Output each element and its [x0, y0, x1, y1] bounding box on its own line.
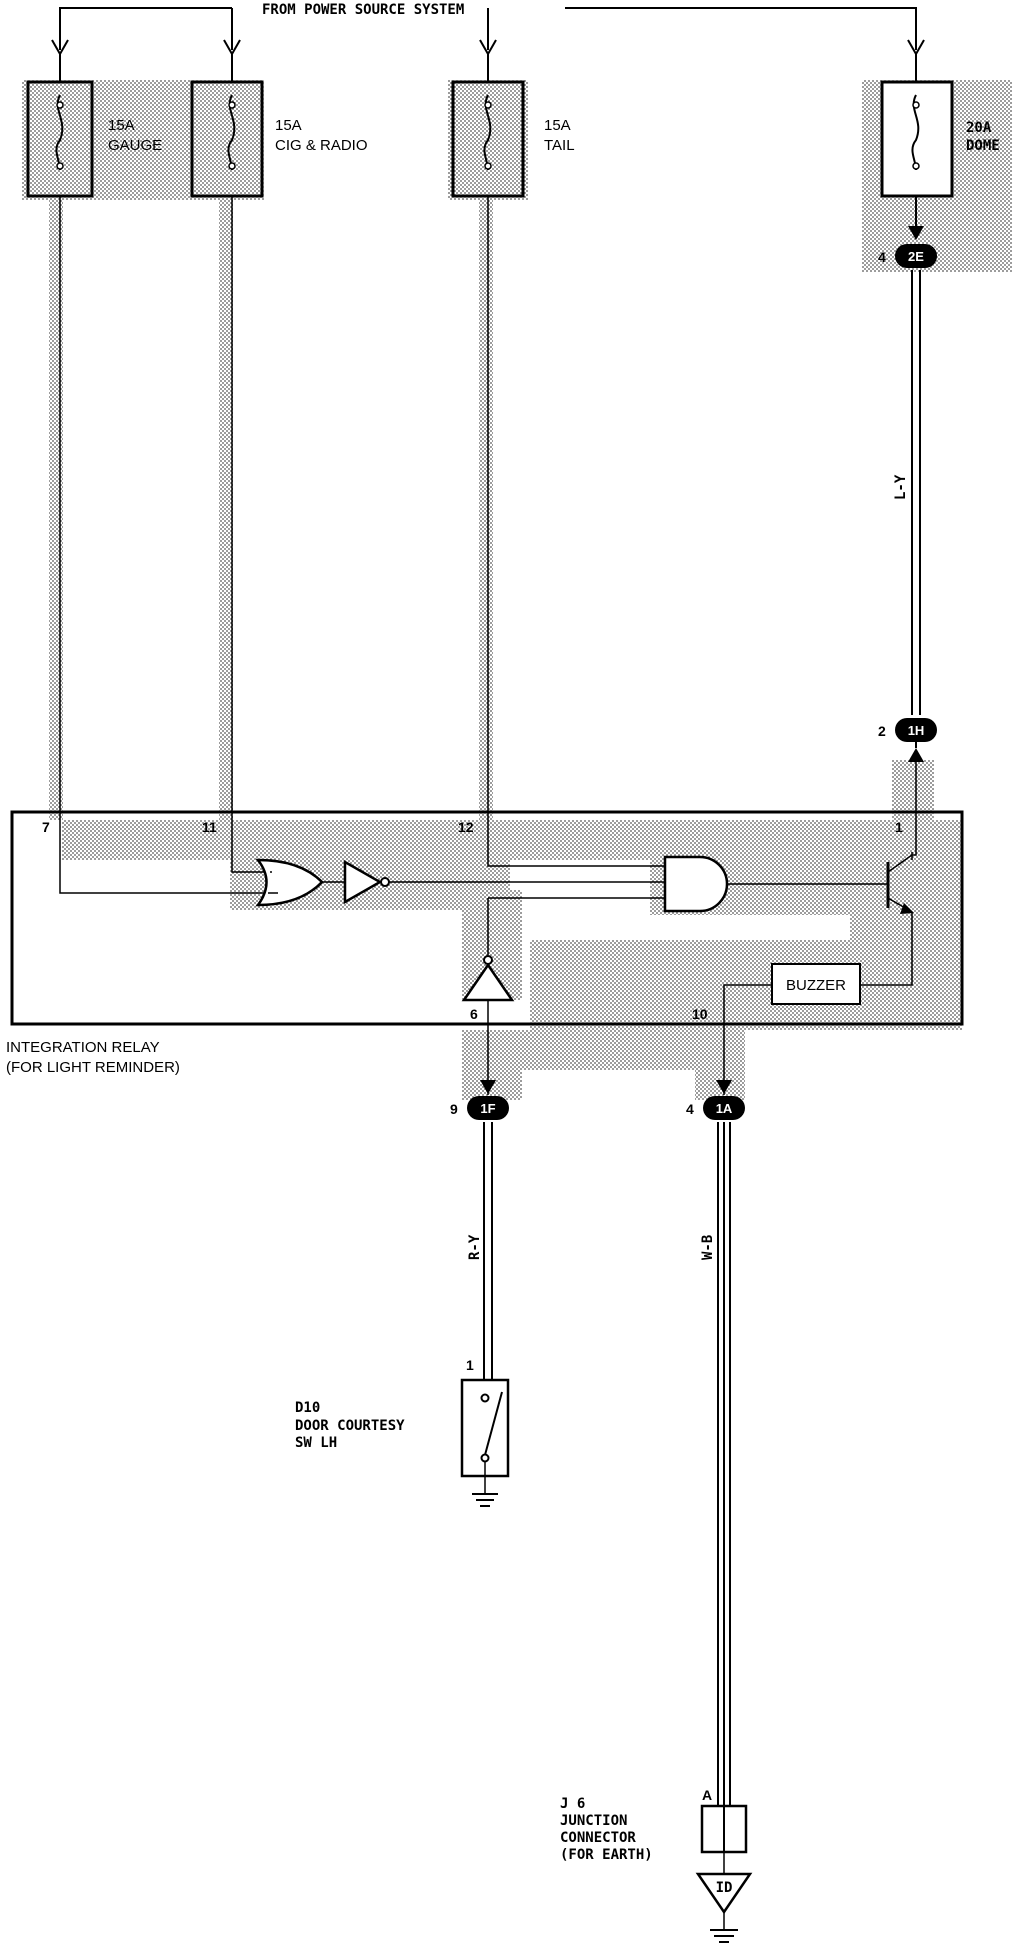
- junction-line1: JUNCTION: [560, 1813, 627, 1829]
- junction-pin: A: [702, 1787, 712, 1803]
- connector-2e-id: 2E: [908, 249, 924, 264]
- connector-1h-id: 1H: [908, 723, 925, 738]
- power-source-label: FROM POWER SOURCE SYSTEM: [262, 2, 464, 18]
- relay-sub: (FOR LIGHT REMINDER): [6, 1059, 180, 1076]
- wire-ly-label: L-Y: [893, 474, 909, 500]
- connector-2e: 2E 4: [878, 244, 937, 268]
- door-switch-line1: DOOR COURTESY: [295, 1418, 405, 1434]
- fuse-tail-amp: 15A: [544, 117, 571, 134]
- door-switch-code: D10: [295, 1400, 320, 1416]
- fuse-dome: 20A DOME: [880, 80, 1000, 198]
- fuse-dome-name: DOME: [966, 138, 1000, 154]
- relay-pin-11: 11: [202, 819, 217, 835]
- transistor: [860, 852, 914, 986]
- junction-branch: 1A 4 W-B A ID J 6 JUNCTION CONNECTOR (FO…: [560, 1080, 753, 1943]
- relay-pin-7: 7: [42, 819, 50, 835]
- power-source-bus: FROM POWER SOURCE SYSTEM: [51, 2, 925, 82]
- connector-1h: 1H 2: [878, 718, 937, 742]
- not-gate-top: [343, 859, 383, 905]
- ground-icon-junction: [710, 1929, 738, 1943]
- buzzer: [771, 963, 861, 1005]
- relay-pin-1: 1: [895, 819, 903, 835]
- connector-1a: [703, 1096, 745, 1120]
- connector-1a-id: 1A: [716, 1101, 733, 1116]
- junction-line2: CONNECTOR: [560, 1830, 636, 1846]
- fuse-cig-radio: 15A CIG & RADIO: [190, 80, 368, 198]
- fuse-cig-radio-name: CIG & RADIO: [275, 137, 368, 154]
- buzzer-label: BUZZER: [786, 977, 846, 994]
- ground-icon-door: [472, 1493, 498, 1507]
- fuse-dome-amp: 20A: [966, 120, 992, 136]
- door-switch-line2: SW LH: [295, 1435, 337, 1451]
- wire-ry-label: R-Y: [467, 1234, 483, 1260]
- relay-pin-10: 10: [692, 1006, 708, 1022]
- connector-2e-pin: 4: [878, 249, 886, 265]
- relay-name: INTEGRATION RELAY: [6, 1039, 160, 1056]
- junction-code: J 6: [560, 1796, 585, 1812]
- integration-relay: 7 11 12 1 6 10 BUZZER: [6, 810, 964, 1095]
- fuse-wires: L-Y: [59, 196, 924, 894]
- connector-1h-pin: 2: [878, 723, 886, 739]
- connector-1a-pin: 4: [686, 1101, 694, 1117]
- door-switch-pin: 1: [466, 1357, 474, 1373]
- shaded-areas: [22, 80, 1012, 1100]
- connector-1f: [467, 1096, 509, 1120]
- earth-point: [695, 1872, 753, 1915]
- and-gate: [663, 855, 729, 913]
- junction-line3: (FOR EARTH): [560, 1847, 653, 1863]
- wire-wb-label: W-B: [700, 1235, 716, 1260]
- fuse-tail-name: TAIL: [544, 137, 575, 154]
- relay-pin-6: 6: [470, 1006, 478, 1022]
- fuse-gauge-amp: 15A: [108, 117, 135, 134]
- fuse-cig-radio-amp: 15A: [275, 117, 302, 134]
- door-switch-branch: 1F 9 R-Y 1 D10 DOOR COURTESY SW LH: [295, 1080, 510, 1507]
- fuse-gauge-name: GAUGE: [108, 137, 162, 154]
- connector-1f-id: 1F: [480, 1101, 495, 1116]
- relay-pin-12: 12: [458, 819, 474, 835]
- connector-1f-pin: 9: [450, 1101, 458, 1117]
- earth-id: ID: [716, 1880, 733, 1896]
